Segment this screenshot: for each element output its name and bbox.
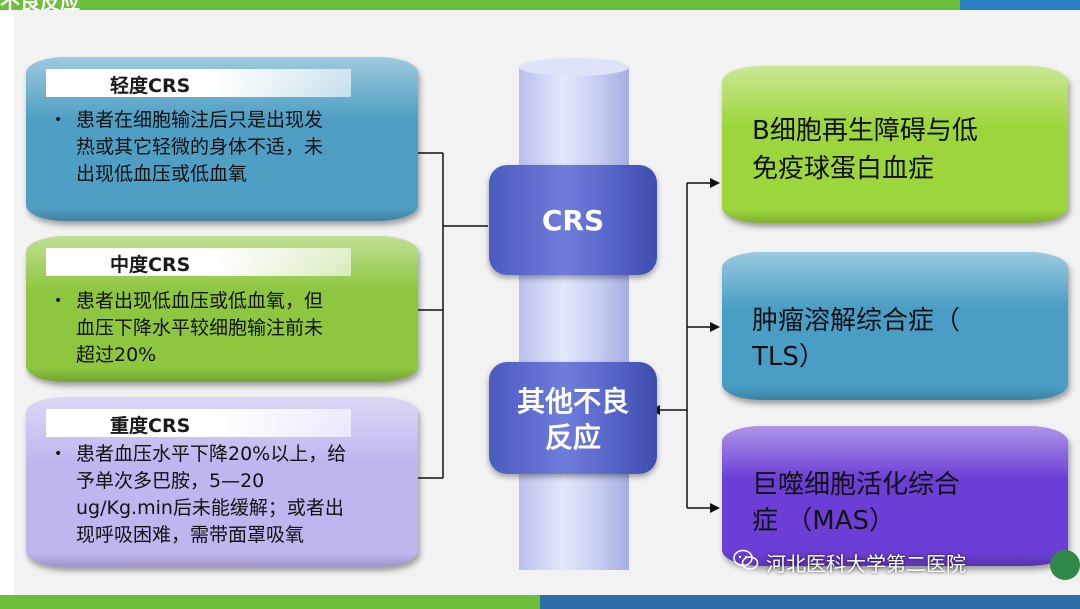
- desc-line: 患者在细胞输注后只是出现发: [76, 109, 324, 131]
- card-description: • 患者出现低血压或低血氧，但 血压下降水平较细胞输注前未 超过20%: [54, 288, 409, 369]
- bottom-bar: [0, 595, 1080, 609]
- card-title: 中度CRS: [110, 254, 191, 276]
- other-reactions-ring: 其他不良 反应: [489, 362, 657, 474]
- crs-ring: CRS: [489, 165, 657, 275]
- desc-line: ug/Kg.min后未能缓解；或者出: [76, 497, 344, 519]
- wechat-icon: [733, 549, 759, 570]
- card-mild-crs: 轻度CRS • 患者在细胞输注后只是出现发 热或其它轻微的身体不适，未 出现低血…: [26, 57, 418, 221]
- card-description: • 患者在细胞输注后只是出现发 热或其它轻微的身体不适，未 出现低血压或低血氧: [54, 107, 409, 188]
- card-line: B细胞再生障碍与低: [752, 116, 978, 146]
- card-line: 免疫球蛋白血症: [752, 154, 935, 184]
- card-label: 中度CRS: [46, 248, 351, 276]
- other-label-line2: 反应: [544, 421, 601, 454]
- card-line: 巨噬细胞活化综合: [752, 470, 961, 500]
- bullet: •: [54, 112, 63, 128]
- card-line: TLS）: [752, 342, 825, 372]
- card-line: 肿瘤溶解综合症（: [752, 306, 961, 336]
- hospital-logo: [1050, 550, 1080, 580]
- card-label: 重度CRS: [46, 409, 351, 437]
- bullet: •: [54, 293, 63, 309]
- desc-line: 出现低血压或低血氧: [76, 163, 248, 185]
- card-bcell-aplasia: B细胞再生障碍与低 免疫球蛋白血症: [722, 66, 1068, 223]
- watermark-text: 河北医科大学第二医院: [766, 552, 966, 576]
- bullet: •: [54, 446, 63, 462]
- card-tls: 肿瘤溶解综合症（ TLS）: [722, 252, 1068, 400]
- card-title: 重度CRS: [110, 415, 191, 437]
- desc-line: 现呼吸困难，需带面罩吸氧: [76, 524, 305, 546]
- card-mas: 巨噬细胞活化综合 症 （MAS）: [722, 426, 1068, 566]
- card-title: 轻度CRS: [110, 75, 191, 97]
- top-bar-accent: [960, 0, 1080, 10]
- crs-label: CRS: [541, 204, 605, 237]
- card-line: 症 （MAS）: [752, 506, 895, 536]
- other-label-line1: 其他不良: [516, 385, 629, 418]
- desc-line: 热或其它轻微的身体不适，未: [76, 136, 324, 158]
- desc-line: 超过20%: [76, 344, 157, 366]
- desc-line: 血压下降水平较细胞输注前未: [76, 317, 324, 339]
- desc-line: 患者血压水平下降20%以上，给: [76, 443, 347, 465]
- central-pillar: [519, 66, 629, 570]
- card-severe-crs: 重度CRS • 患者血压水平下降20%以上，给 予单次多巴胺，5—20 ug/K…: [26, 397, 418, 567]
- card-label: 轻度CRS: [46, 69, 351, 97]
- desc-line: 予单次多巴胺，5—20: [76, 470, 265, 492]
- card-description: • 患者血压水平下降20%以上，给 予单次多巴胺，5—20 ug/Kg.min后…: [54, 441, 409, 549]
- desc-line: 患者出现低血压或低血氧，但: [76, 290, 324, 312]
- pillar-top: [519, 58, 629, 76]
- bottom-bar-accent: [0, 595, 540, 609]
- card-moderate-crs: 中度CRS • 患者出现低血压或低血氧，但 血压下降水平较细胞输注前未 超过20…: [26, 236, 418, 382]
